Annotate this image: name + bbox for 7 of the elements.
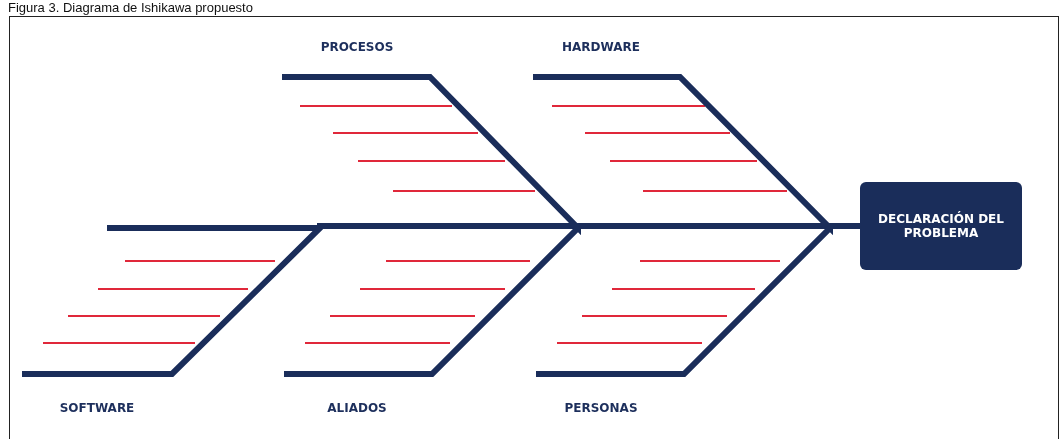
- category-label: HARDWARE: [562, 40, 640, 54]
- category-label: ALIADOS: [327, 401, 387, 415]
- problem-box: DECLARACIÓN DEL PROBLEMA: [860, 182, 1022, 270]
- category-label: PERSONAS: [564, 401, 638, 415]
- figure-title: Figura 3. Diagrama de Ishikawa propuesto: [8, 0, 253, 15]
- category-label: PROCESOS: [320, 40, 394, 54]
- category-label: SOFTWARE: [59, 401, 135, 415]
